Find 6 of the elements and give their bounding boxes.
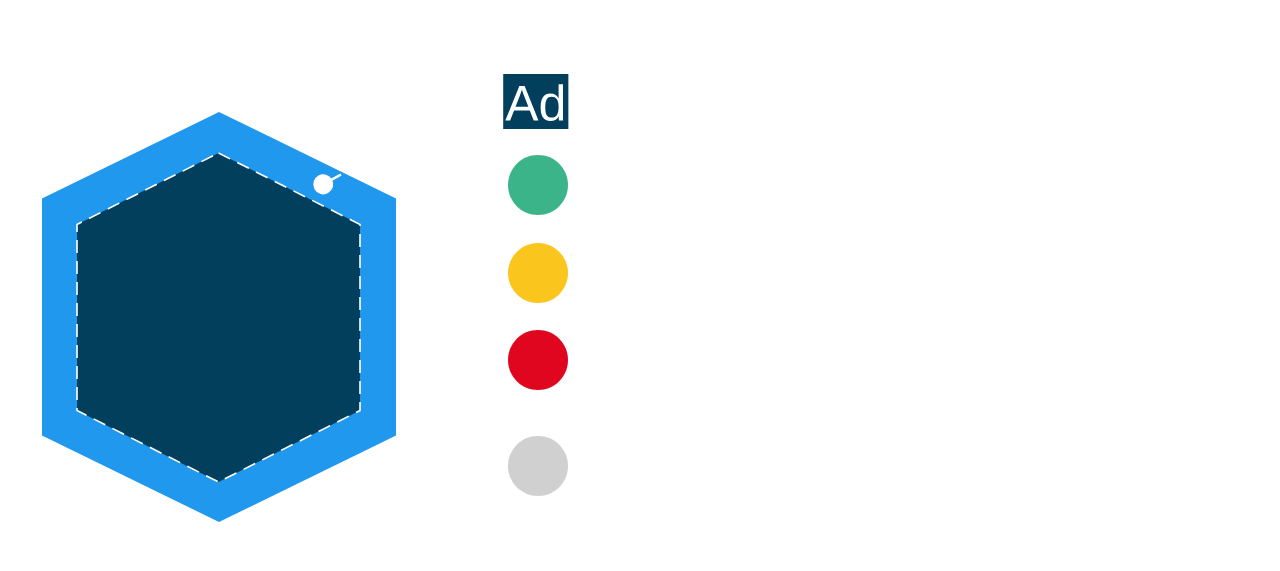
status-dot [508,436,568,496]
status-dot [508,243,568,303]
inner-hexagon [76,152,361,483]
status-dot [508,155,568,215]
status-dot [508,330,568,390]
label-box: Ad [503,74,569,129]
